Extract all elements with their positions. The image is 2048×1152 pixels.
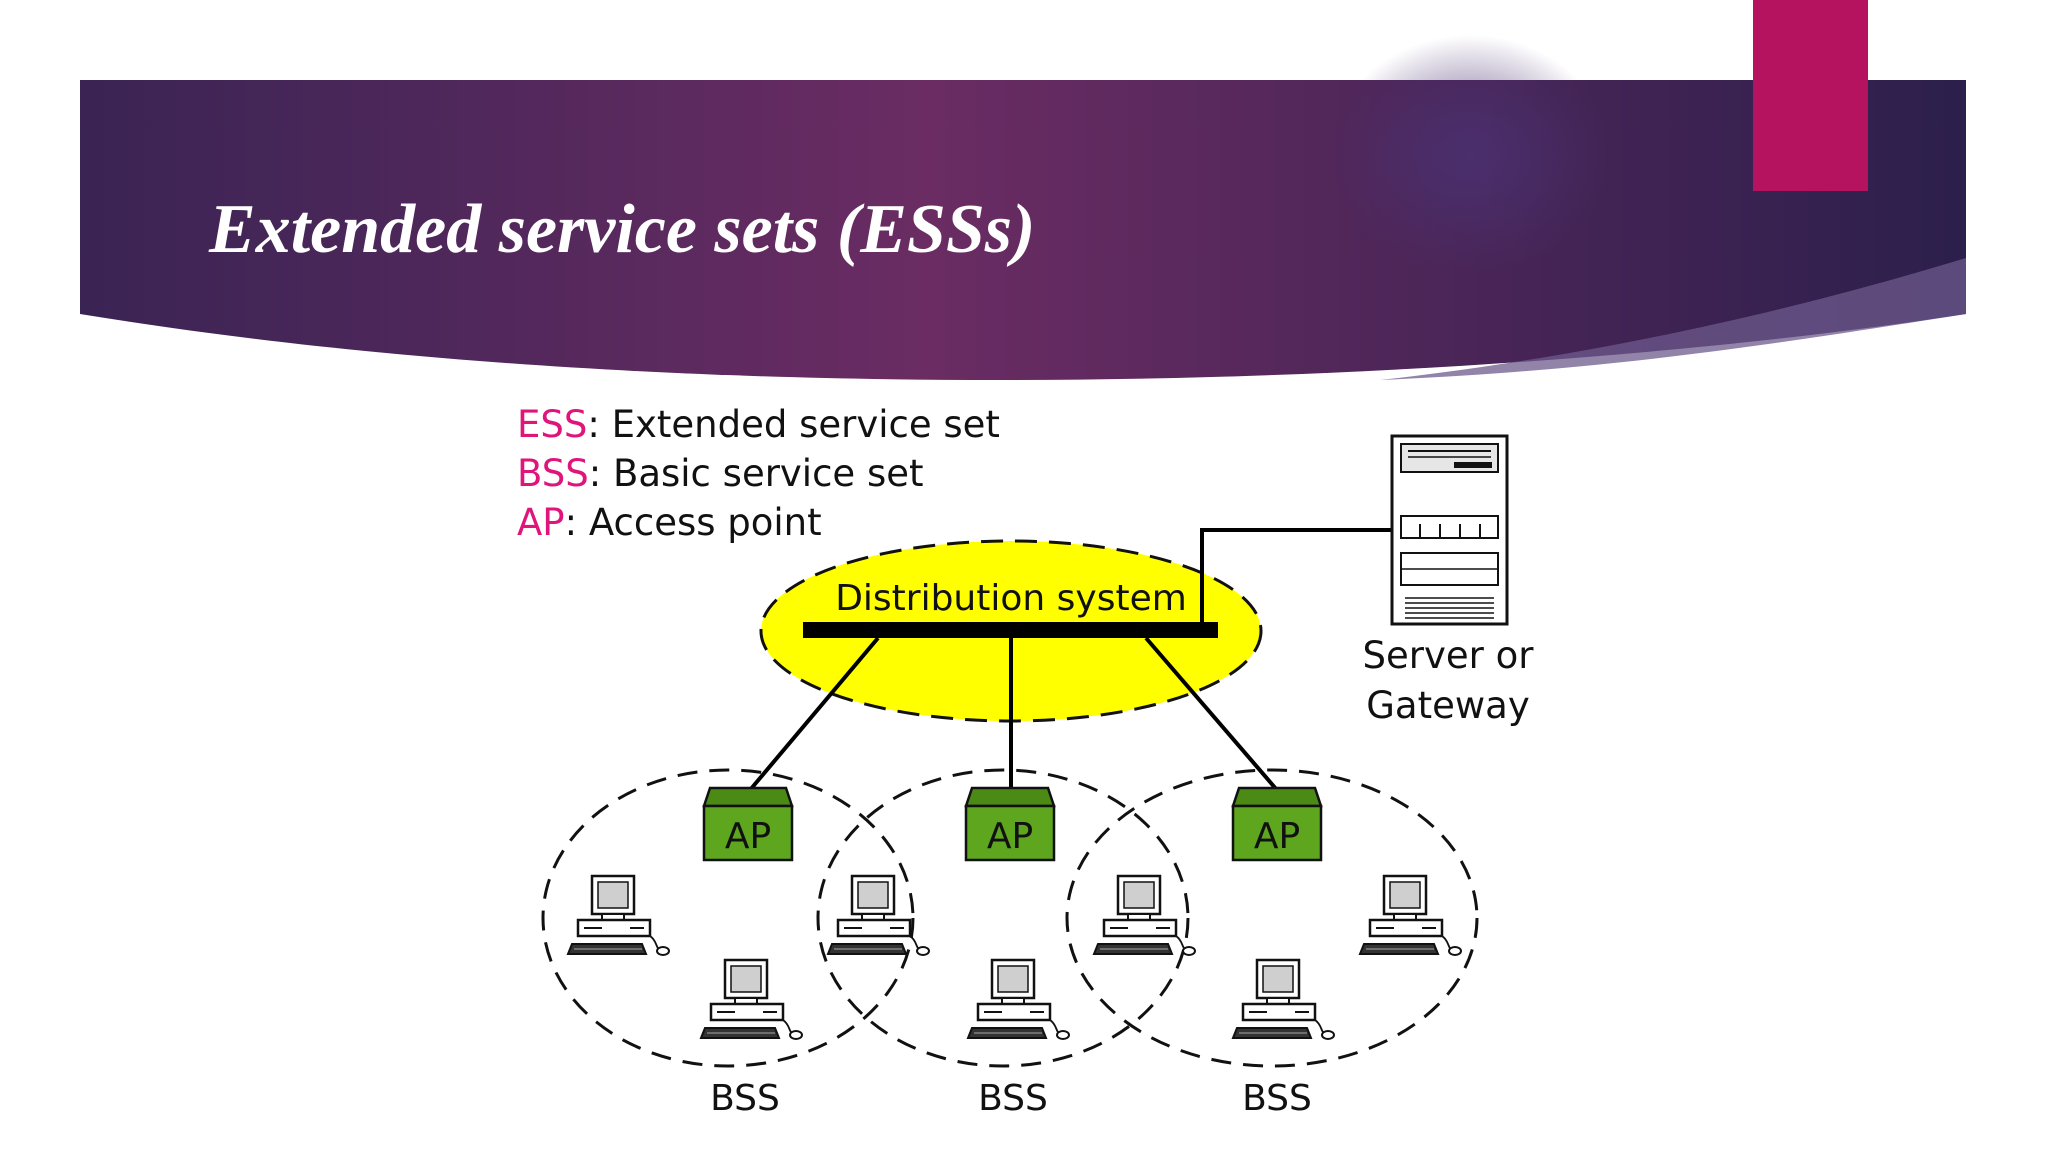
computer-icon [1231, 958, 1336, 1041]
legend: ESS: Extended service set BSS: Basic ser… [517, 400, 1000, 547]
legend-item-ess: ESS: Extended service set [517, 400, 1000, 449]
legend-text: : Basic service set [588, 452, 924, 495]
server-label-line1: Server or [1363, 634, 1535, 677]
bss-label: BSS [978, 1078, 1048, 1119]
distribution-system-label: Distribution system [835, 578, 1187, 619]
ap-label: AP [725, 816, 771, 857]
server-label-line2: Gateway [1366, 684, 1529, 727]
computer-icon [826, 874, 931, 957]
bss-circle-3 [1065, 768, 1479, 1068]
accent-tab [1753, 0, 1868, 191]
ap-label: AP [987, 816, 1033, 857]
title-banner [80, 0, 1966, 380]
computer-icon [1092, 874, 1197, 957]
legend-item-bss: BSS: Basic service set [517, 449, 1000, 498]
bss-circle-1 [541, 768, 915, 1068]
legend-abbr: ESS [517, 403, 588, 446]
server-icon [1390, 434, 1509, 626]
slide-title: Extended service sets (ESSs) [209, 191, 1036, 268]
computer-icon [566, 874, 671, 957]
computer-icon [1358, 874, 1463, 957]
distribution-bus [803, 622, 1218, 638]
legend-abbr: BSS [517, 452, 589, 495]
server-link [1200, 528, 1392, 622]
ap-label: AP [1254, 816, 1300, 857]
ap-box-3: AP [1231, 786, 1323, 862]
legend-text: : Access point [564, 501, 822, 544]
computer-icon [699, 958, 804, 1041]
legend-item-ap: AP: Access point [517, 498, 1000, 547]
legend-abbr: AP [517, 501, 565, 544]
ap-box-1: AP [702, 786, 794, 862]
ap-box-2: AP [964, 786, 1056, 862]
bss-circle-2 [816, 768, 1190, 1068]
bss-label: BSS [1242, 1078, 1312, 1119]
computer-icon [966, 958, 1071, 1041]
legend-text: : Extended service set [587, 403, 1000, 446]
bss-label: BSS [710, 1078, 780, 1119]
